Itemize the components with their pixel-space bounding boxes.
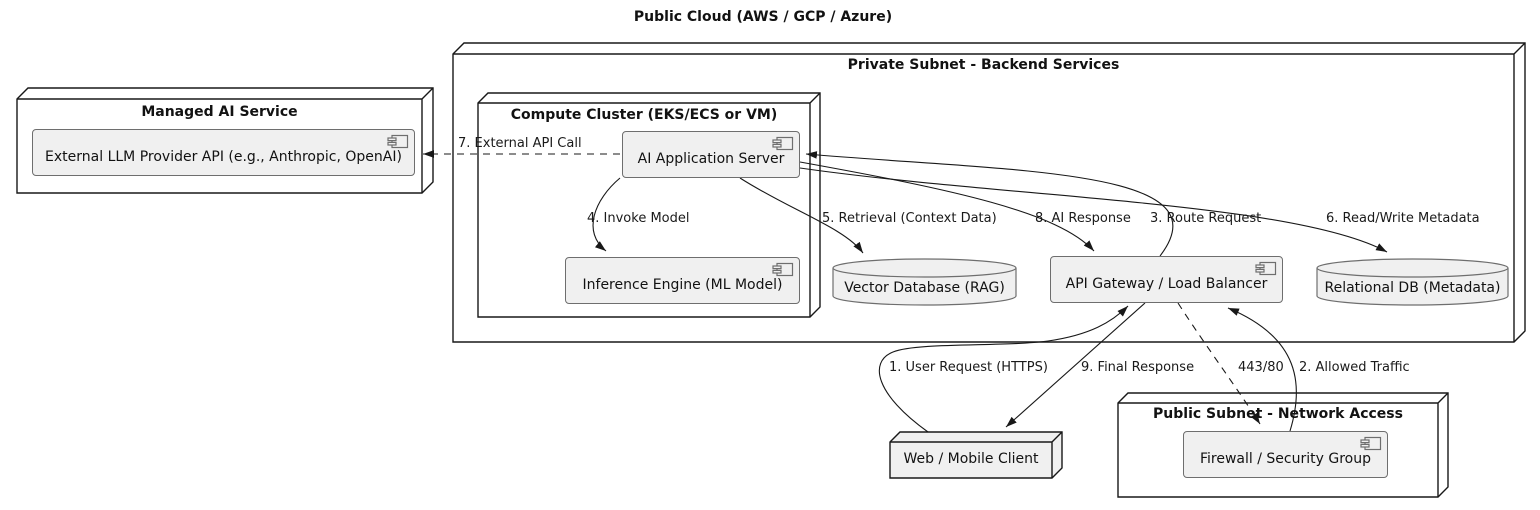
component-label: AI Application Server bbox=[637, 150, 785, 167]
edge-label-ai-response: 8. AI Response bbox=[1035, 211, 1131, 226]
component-icon bbox=[772, 136, 794, 151]
edge-label-port-443-80: 443/80 bbox=[1238, 360, 1284, 375]
component-ai-app-server: AI Application Server bbox=[622, 131, 800, 178]
component-icon bbox=[387, 134, 409, 149]
component-external-llm: External LLM Provider API (e.g., Anthrop… bbox=[32, 129, 415, 176]
edge-label-route-request: 3. Route Request bbox=[1150, 211, 1262, 226]
public-subnet-title: Public Subnet - Network Access bbox=[1153, 406, 1403, 422]
edge-user-request bbox=[878, 305, 1129, 433]
component-firewall: Firewall / Security Group bbox=[1183, 431, 1388, 478]
edge-ai-response bbox=[799, 161, 1095, 252]
component-label: External LLM Provider API (e.g., Anthrop… bbox=[45, 148, 402, 165]
edge-label-read-write-metadata: 6. Read/Write Metadata bbox=[1326, 211, 1480, 226]
edge-label-invoke-model: 4. Invoke Model bbox=[587, 211, 690, 226]
component-label: API Gateway / Load Balancer bbox=[1065, 275, 1268, 292]
edge-port-443-80 bbox=[1177, 302, 1261, 425]
managed-ai-service-title: Managed AI Service bbox=[141, 104, 298, 120]
compute-cluster-title: Compute Cluster (EKS/ECS or VM) bbox=[510, 107, 778, 123]
component-icon bbox=[1360, 436, 1382, 451]
edge-retrieval bbox=[739, 177, 864, 254]
component-inference-engine: Inference Engine (ML Model) bbox=[565, 257, 800, 304]
database-relational-db bbox=[1316, 258, 1509, 306]
edge-label-retrieval: 5. Retrieval (Context Data) bbox=[822, 211, 997, 226]
edge-invoke-model bbox=[592, 177, 621, 252]
component-label: Firewall / Security Group bbox=[1200, 450, 1371, 467]
edge-allowed-traffic bbox=[1227, 307, 1297, 432]
component-label: Inference Engine (ML Model) bbox=[582, 276, 783, 293]
edge-label-final-response: 9. Final Response bbox=[1081, 360, 1195, 375]
edge-label-user-request: 1. User Request (HTTPS) bbox=[889, 360, 1048, 375]
diagram-title: Public Cloud (AWS / GCP / Azure) bbox=[633, 9, 893, 25]
edge-final-response bbox=[1005, 302, 1146, 428]
component-icon bbox=[772, 262, 794, 277]
edge-label-external-api-call: 7. External API Call bbox=[458, 136, 582, 151]
database-vector-db bbox=[832, 258, 1017, 306]
edge-route-request bbox=[805, 151, 1174, 257]
node-web-mobile-client bbox=[889, 431, 1063, 479]
relational-db-label: Relational DB (Metadata) bbox=[1324, 280, 1501, 296]
private-subnet-title: Private Subnet - Backend Services bbox=[847, 57, 1120, 73]
edge-label-allowed-traffic: 2. Allowed Traffic bbox=[1299, 360, 1410, 375]
vector-db-label: Vector Database (RAG) bbox=[844, 280, 1005, 296]
component-icon bbox=[1255, 261, 1277, 276]
web-mobile-client-label: Web / Mobile Client bbox=[903, 451, 1039, 467]
component-api-gateway: API Gateway / Load Balancer bbox=[1050, 256, 1283, 303]
